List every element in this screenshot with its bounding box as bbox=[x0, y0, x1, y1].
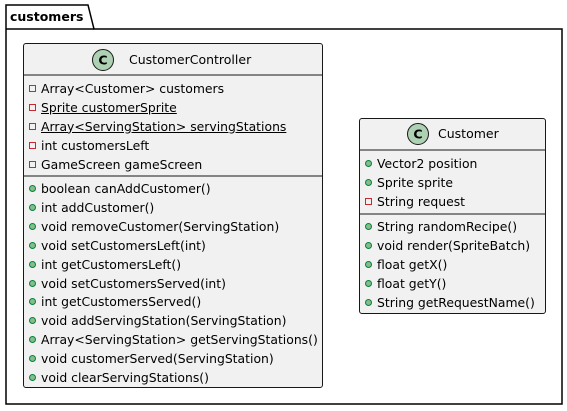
method-text: void addServingStation(ServingStation) bbox=[41, 313, 287, 329]
public-visibility-icon bbox=[29, 241, 36, 249]
field-text: Array<ServingStation> servingStations bbox=[41, 118, 287, 134]
package-name: customers bbox=[10, 9, 84, 24]
method-text: void setCustomersLeft(int) bbox=[41, 237, 206, 253]
public-visibility-icon bbox=[29, 222, 36, 230]
private-visibility-icon bbox=[365, 197, 372, 205]
public-visibility-icon bbox=[29, 279, 36, 287]
public-visibility-icon bbox=[29, 260, 36, 268]
private-visibility-icon bbox=[29, 85, 36, 92]
method-text: boolean canAddCustomer() bbox=[41, 181, 211, 196]
method-text: int getCustomersLeft() bbox=[41, 256, 182, 272]
field-text: Sprite sprite bbox=[377, 174, 454, 190]
public-visibility-icon bbox=[365, 260, 372, 268]
public-visibility-icon bbox=[29, 355, 36, 363]
public-visibility-icon bbox=[29, 317, 36, 325]
public-visibility-icon bbox=[365, 178, 372, 186]
stereotype-letter: C bbox=[98, 53, 107, 68]
method-text: void setCustomersServed(int) bbox=[41, 275, 226, 291]
public-visibility-icon bbox=[365, 279, 372, 287]
public-visibility-icon bbox=[365, 298, 372, 306]
field-text: String request bbox=[377, 193, 466, 209]
method-text: float getY() bbox=[377, 275, 447, 291]
public-visibility-icon bbox=[365, 160, 372, 167]
class-customer-controller: C CustomerController Array<Customer> cus… bbox=[23, 43, 323, 388]
field-text: int customersLeft bbox=[41, 137, 150, 153]
method-text: String getRequestName() bbox=[377, 294, 535, 310]
class-box-frame bbox=[359, 118, 546, 314]
field-text: Array<Customer> customers bbox=[41, 81, 225, 96]
class-name: Customer bbox=[438, 126, 499, 141]
class-stereotype-icon: C bbox=[92, 49, 114, 71]
method-text: float getX() bbox=[377, 256, 448, 272]
class-name: CustomerController bbox=[129, 52, 252, 67]
public-visibility-icon bbox=[29, 336, 36, 344]
field-text: Vector2 position bbox=[377, 156, 478, 171]
method-text: String randomRecipe() bbox=[377, 219, 518, 234]
class-box-frame bbox=[23, 43, 323, 388]
public-visibility-icon bbox=[365, 223, 372, 230]
public-visibility-icon bbox=[365, 241, 372, 249]
public-visibility-icon bbox=[29, 298, 36, 306]
field-text: Sprite customerSprite bbox=[41, 99, 177, 115]
field-text: GameScreen gameScreen bbox=[41, 156, 203, 172]
public-visibility-icon bbox=[29, 203, 36, 211]
method-text: int addCustomer() bbox=[41, 199, 155, 215]
method-text: void render(SpriteBatch) bbox=[377, 237, 531, 253]
method-text: void clearServingStations() bbox=[41, 370, 209, 385]
private-visibility-icon bbox=[29, 103, 36, 111]
method-text: void removeCustomer(ServingStation) bbox=[41, 218, 280, 234]
method-text: Array<ServingStation> getServingStations… bbox=[41, 332, 318, 348]
method-text: void customerServed(ServingStation) bbox=[41, 351, 274, 367]
private-visibility-icon bbox=[29, 141, 36, 149]
private-visibility-icon bbox=[29, 122, 36, 130]
class-stereotype-icon: C bbox=[407, 123, 429, 145]
private-visibility-icon bbox=[29, 160, 36, 168]
stereotype-letter: C bbox=[413, 127, 422, 142]
public-visibility-icon bbox=[29, 185, 36, 192]
method-text: int getCustomersServed() bbox=[41, 294, 202, 310]
package-outline bbox=[5, 4, 563, 405]
public-visibility-icon bbox=[29, 374, 36, 381]
